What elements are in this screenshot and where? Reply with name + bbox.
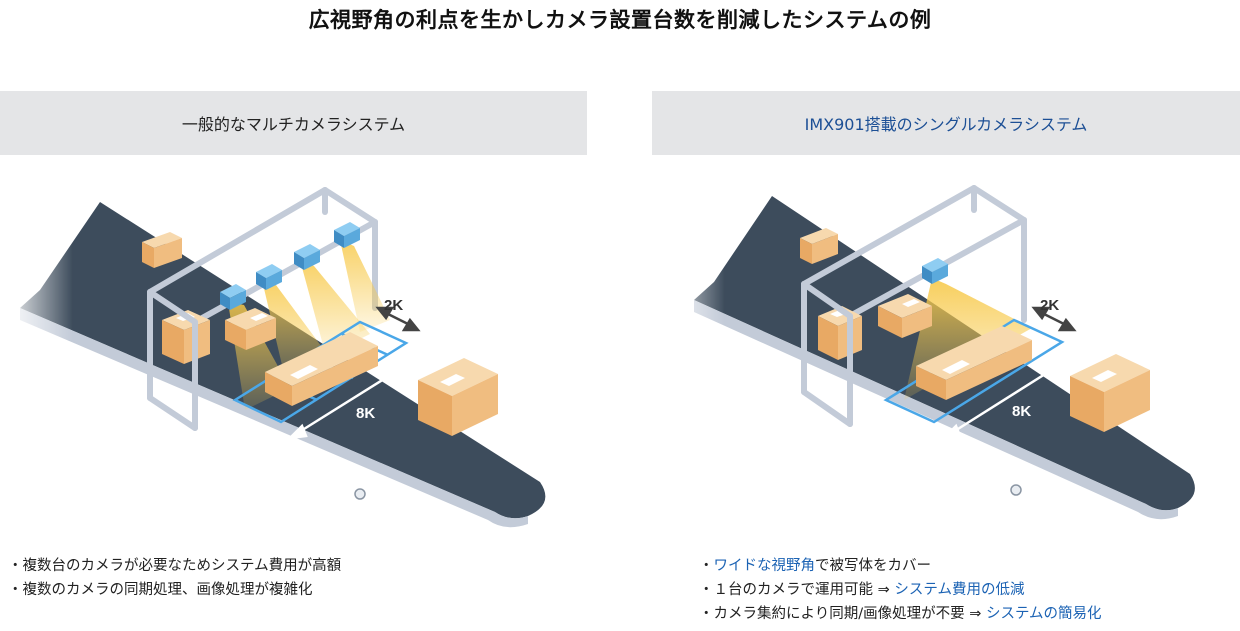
camera-icon: [256, 264, 282, 290]
bullet-item: ・複数台のカメラが必要なためシステム費用が高額: [8, 558, 342, 574]
bullet-marker: ・: [699, 606, 714, 622]
package-box: [265, 332, 378, 406]
resolution-2k-label: 2K: [1040, 297, 1059, 314]
package-box: [1070, 354, 1150, 432]
multi-camera-diagram: 2K 8K: [0, 187, 546, 528]
arrow-icon: ⇒: [877, 582, 895, 598]
width-arrow: [940, 346, 1090, 440]
resolution-8k-label: 8K: [1012, 403, 1031, 420]
multi-camera-drawbacks: ・複数台のカメラが必要なためシステム費用が高額 ・複数のカメラの同期処理、画像処…: [8, 554, 341, 602]
single-camera-diagram: 2K 8K: [652, 185, 1195, 520]
camera-icon: [922, 258, 948, 284]
package-box: [142, 232, 182, 268]
depth-arrow: [1031, 306, 1077, 332]
bullet-marker: ・: [699, 558, 714, 574]
package-box: [225, 308, 276, 350]
bullet-text: １台のカメラで運用可能: [713, 582, 878, 598]
multi-camera-header: 一般的なマルチカメラシステム: [0, 91, 587, 155]
bullet-highlight: ワイドな視野角: [713, 558, 816, 574]
bullet-text: カメラ集約により同期/画像処理が不要: [713, 606, 970, 622]
single-camera-header-label: IMX901搭載のシングルカメラシステム: [804, 115, 1088, 134]
bullet-item: ・ワイドな視野角で被写体をカバー: [699, 554, 1102, 578]
resolution-2k-label: 2K: [384, 297, 403, 314]
bullet-item: ・複数のカメラの同期処理、画像処理が複雑化: [8, 582, 313, 598]
bullet-item: ・カメラ集約により同期/画像処理が不要 ⇒ システムの簡易化: [699, 602, 1102, 626]
arrow-icon: ⇒: [969, 606, 986, 622]
multi-camera-header-label: 一般的なマルチカメラシステム: [181, 115, 406, 134]
bullet-item: ・１台のカメラで運用可能 ⇒ システム費用の低減: [699, 578, 1102, 602]
bullet-highlight: システム費用の低減: [894, 582, 1025, 598]
single-camera-header: IMX901搭載のシングルカメラシステム: [652, 91, 1240, 155]
package-box: [418, 358, 498, 436]
resolution-8k-label: 8K: [356, 405, 375, 422]
package-box: [916, 326, 1032, 400]
package-box: [818, 306, 862, 360]
bullet-highlight: システムの簡易化: [985, 606, 1102, 622]
camera-icon: [294, 244, 320, 270]
camera-icon: [220, 284, 246, 310]
width-arrow: [286, 348, 434, 440]
camera-icon: [334, 222, 360, 248]
package-box: [800, 228, 838, 264]
camera-frame: [147, 289, 198, 431]
single-camera-benefits: ・ワイドな視野角で被写体をカバー ・１台のカメラで運用可能 ⇒ システム費用の低…: [699, 554, 1102, 626]
camera-frame: [801, 281, 853, 427]
bullet-text: で被写体をカバー: [815, 558, 931, 574]
package-box: [878, 294, 932, 338]
page-title: 広視野角の利点を生かしカメラ設置台数を削減したシステムの例: [308, 8, 932, 32]
depth-arrow: [375, 306, 421, 332]
bullet-marker: ・: [699, 582, 714, 598]
